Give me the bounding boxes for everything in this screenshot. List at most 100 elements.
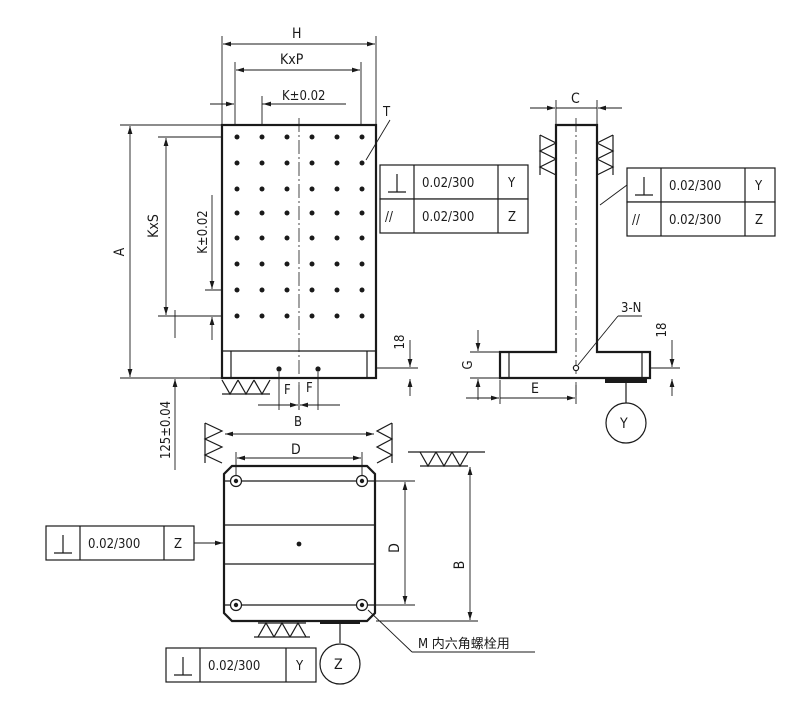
- datum-Z-top: Z: [319, 620, 361, 685]
- tapped-hole: [334, 235, 340, 241]
- fcf-side-par-value: 0.02/300: [669, 213, 721, 228]
- front-view: H KxP K±0.02 T A KxS K±0.02 125±0.0: [112, 26, 529, 470]
- tapped-hole: [259, 160, 265, 166]
- tapped-hole: [309, 235, 315, 241]
- tapped-hole: [259, 134, 265, 140]
- tapped-hole: [284, 287, 290, 293]
- tapped-hole: [259, 210, 265, 216]
- tapped-hole: [234, 261, 240, 267]
- fcf-front-par-value: 0.02/300: [422, 210, 474, 225]
- tapped-hole: [284, 210, 290, 216]
- datum-Y-side-label: Y: [619, 416, 628, 432]
- tapped-hole: [234, 134, 240, 140]
- dim-KxS-label: KxS: [146, 214, 162, 238]
- tapped-hole: [309, 287, 315, 293]
- datum-triangles-top-left: [203, 422, 224, 464]
- dim-125-label: 125±0.04: [159, 401, 174, 459]
- bolt-hole: [355, 474, 369, 488]
- dim-H-label: H: [292, 26, 301, 42]
- dim-18-left-label: 18: [393, 335, 408, 350]
- fcf-front-par-datum: Z: [508, 210, 516, 225]
- tapped-hole: [359, 287, 365, 293]
- top-view-body: [222, 464, 377, 623]
- fcf-side-perp-value: 0.02/300: [669, 179, 721, 194]
- dim-D-vert-label: D: [387, 543, 403, 553]
- fcf-front-par: // 0.02/300 Z: [379, 198, 529, 234]
- fcf-front-par-symbol: //: [385, 210, 393, 225]
- datum-triangles-top-corner: [408, 451, 485, 468]
- tapped-hole: [309, 160, 315, 166]
- dim-KxP-label: KxP: [280, 52, 304, 68]
- center-hole: [296, 541, 302, 547]
- tapped-hole: [259, 261, 265, 267]
- tapped-hole: [259, 186, 265, 192]
- bolt-note: M 内六角螺栓用: [418, 636, 510, 652]
- fcf-side-perp-datum: Y: [754, 179, 763, 194]
- tapped-hole: [359, 186, 365, 192]
- fcf-side-perp: 0.02/300 Y: [599, 167, 776, 206]
- tapped-hole: [359, 210, 365, 216]
- bolt-hole: [229, 474, 243, 488]
- datum-triangles-top-bottom: [254, 621, 310, 638]
- fcf-bottom-perp-datum: Y: [295, 659, 304, 674]
- tapped-hole: [234, 235, 240, 241]
- fcf-top-perp-datum: Z: [174, 537, 182, 552]
- side-view: C 3-N 18 G E Y: [461, 91, 776, 444]
- tapped-hole: [309, 210, 315, 216]
- tapped-hole: [259, 287, 265, 293]
- dim-A-label: A: [112, 247, 128, 256]
- dim-F1-label: F: [284, 383, 291, 398]
- tapped-hole: [284, 134, 290, 140]
- tapped-hole: [309, 134, 315, 140]
- fcf-front-perp-datum: Y: [507, 176, 516, 191]
- dim-18-right-label: 18: [655, 323, 670, 338]
- tapped-hole: [234, 210, 240, 216]
- datum-Z-top-label: Z: [334, 657, 343, 673]
- tapped-hole: [359, 313, 365, 319]
- bolt-hole: [229, 598, 243, 612]
- tapped-hole: [334, 134, 340, 140]
- tapped-hole: [334, 287, 340, 293]
- dim-B-vert-label: B: [452, 561, 468, 570]
- tapped-hole: [309, 313, 315, 319]
- fcf-bottom-perp: 0.02/300 Y: [165, 647, 317, 683]
- tapped-hole: [259, 313, 265, 319]
- fcf-bottom-perp-value: 0.02/300: [208, 659, 260, 674]
- tapped-hole: [334, 210, 340, 216]
- dim-C-label: C: [571, 91, 580, 107]
- tapped-hole: [234, 160, 240, 166]
- fcf-side-par-datum: Z: [755, 213, 763, 228]
- tapped-hole: [259, 235, 265, 241]
- datum-triangles-side-left: [538, 134, 558, 176]
- fcf-side-par: // 0.02/300 Z: [626, 201, 776, 237]
- tapped-hole: [359, 261, 365, 267]
- dim-B-small-label: B: [294, 415, 302, 430]
- tapped-hole: [309, 261, 315, 267]
- dim-K-tol-v-label: K±0.02: [196, 210, 211, 254]
- hole-grid: [234, 134, 365, 319]
- side-hole: [572, 364, 580, 372]
- tapped-hole: [309, 186, 315, 192]
- datum-triangles-top-right: [375, 422, 394, 464]
- dim-D-horiz-label: D: [291, 442, 301, 458]
- fcf-front-perp: 0.02/300 Y: [379, 164, 529, 200]
- tapped-hole: [234, 313, 240, 319]
- bottom-hole: [276, 366, 282, 372]
- fcf-front-perp-value: 0.02/300: [422, 176, 474, 191]
- side-view-body: [498, 123, 652, 380]
- fcf-top-perp: 0.02/300 Z: [45, 525, 223, 561]
- tapped-hole: [334, 261, 340, 267]
- fcf-side-par-symbol: //: [632, 213, 640, 228]
- dim-F2-label: F: [306, 381, 313, 396]
- dim-E-label: E: [531, 381, 539, 397]
- tapped-hole: [284, 186, 290, 192]
- tapped-hole: [334, 313, 340, 319]
- dim-K-tol-h-label: K±0.02: [282, 89, 326, 104]
- datum-Y-side: Y: [605, 379, 647, 444]
- tapped-hole: [334, 186, 340, 192]
- bottom-hole: [315, 366, 321, 372]
- tapped-hole: [359, 134, 365, 140]
- bolt-hole: [355, 598, 369, 612]
- tapped-hole: [284, 235, 290, 241]
